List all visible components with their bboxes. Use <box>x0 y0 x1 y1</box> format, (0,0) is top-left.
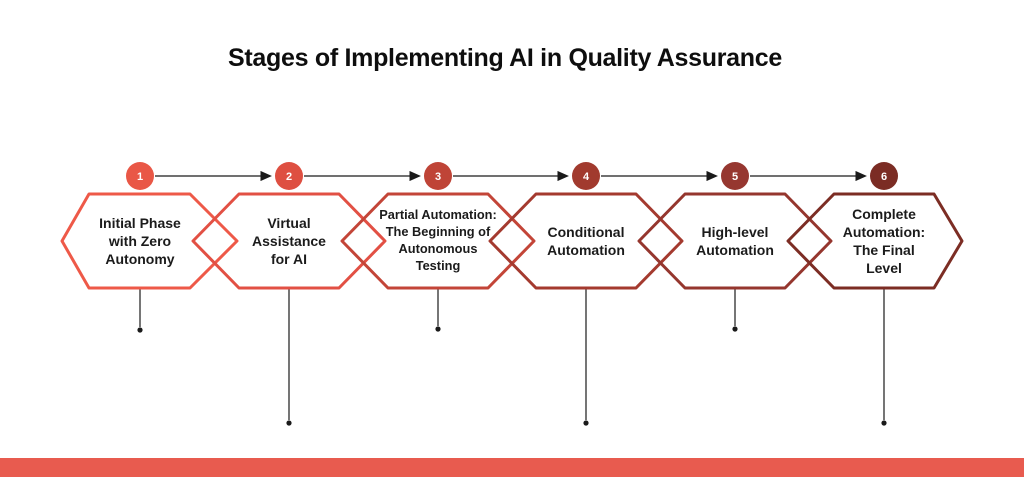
stage-6-label: Complete Automation: The Final Level <box>842 205 926 277</box>
stage-5-number: 5 <box>732 171 738 183</box>
page-title: Stages of Implementing AI in Quality Ass… <box>228 44 782 72</box>
stage-6-end-dot <box>881 420 887 426</box>
stage-4: 4 <box>488 162 684 426</box>
stage-6: 6 <box>786 162 964 426</box>
stage-2-number-badge <box>275 162 303 190</box>
stage-2-hexagon <box>191 192 387 290</box>
stage-6-number-badge <box>870 162 898 190</box>
stage-2: 2 <box>191 162 387 426</box>
stage-4-hexagon <box>488 192 684 290</box>
stage-4-label: Conditional Automation <box>547 223 625 258</box>
stage-6-number: 6 <box>881 171 887 183</box>
stage-4-end-dot <box>583 420 589 426</box>
stage-1-number-badge <box>126 162 154 190</box>
stage-1-end-dot <box>137 327 143 333</box>
stage-4-number-badge <box>572 162 600 190</box>
stage-1-hexagon <box>60 192 239 290</box>
stage-1-label: Initial Phase with Zero Autonomy <box>99 214 181 268</box>
stage-3-label: Partial Automation: The Beginning of Aut… <box>379 207 497 273</box>
stage-3-number-badge <box>424 162 452 190</box>
stage-5-number-badge <box>721 162 749 190</box>
stage-5-label: High-level Automation <box>696 223 774 258</box>
stage-3-end-dot <box>435 326 441 332</box>
stage-1: 1 <box>60 162 239 333</box>
stage-5: 5 <box>637 162 833 332</box>
stage-6-hexagon <box>786 192 964 290</box>
stage-4-number: 4 <box>583 171 590 183</box>
stage-2-label: Virtual Assistance for AI <box>252 214 326 268</box>
bottom-accent-bar <box>0 458 1024 477</box>
stage-2-end-dot <box>286 420 292 426</box>
stage-3: 3 <box>340 162 536 332</box>
stage-1-number: 1 <box>137 171 143 183</box>
stage-5-end-dot <box>732 326 738 332</box>
stage-5-hexagon <box>637 192 833 290</box>
stage-3-number: 3 <box>435 171 441 183</box>
stage-3-hexagon <box>340 192 536 290</box>
stage-2-number: 2 <box>286 171 292 183</box>
